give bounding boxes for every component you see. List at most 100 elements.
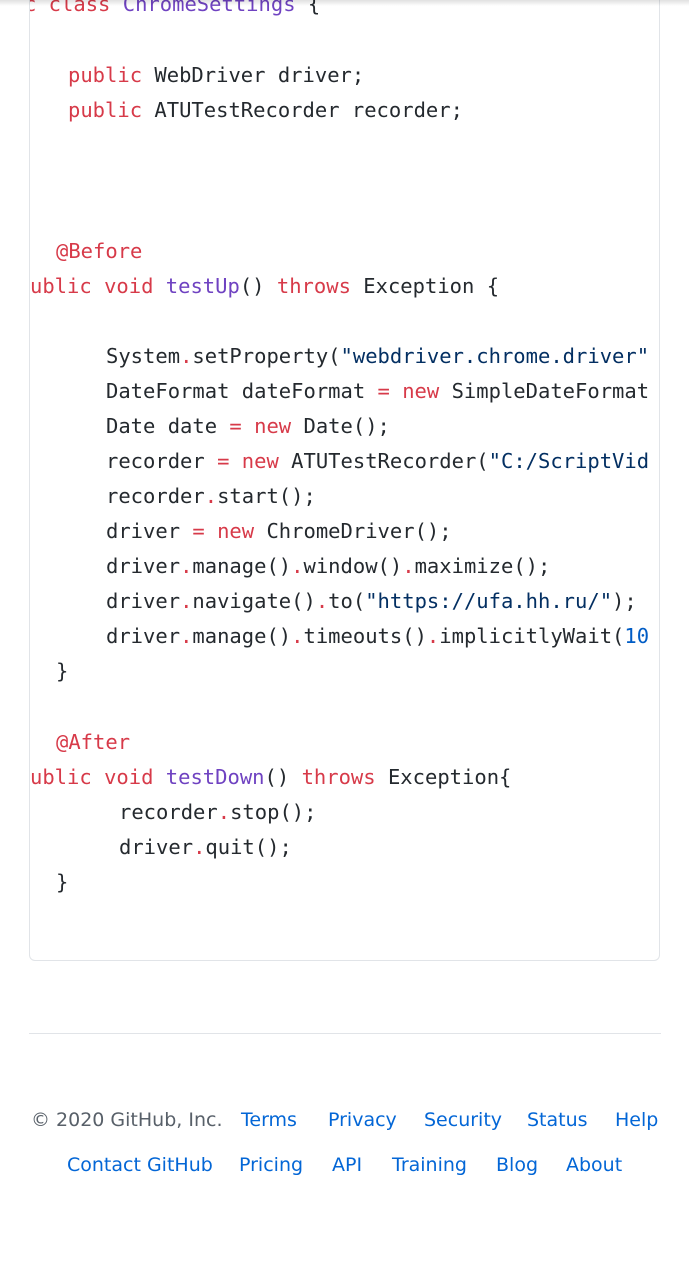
code-token [229, 449, 241, 473]
code-line-navigate: driver.navigate().to("https://ufa.hh.ru/… [106, 589, 637, 613]
top-scroll-shadow [0, 0, 689, 6]
code-token: driver [106, 624, 181, 648]
code-line-testdown-signature: ublic void testDown() throws Exception{ [30, 765, 511, 789]
code-token: System [106, 344, 181, 368]
footer-divider [29, 1033, 661, 1034]
footer-link-about[interactable]: About [566, 1154, 623, 1176]
code-token: . [180, 624, 193, 648]
code-line-recorder-field: public ATUTestRecorder recorder; [68, 98, 463, 122]
code-line-date-format: DateFormat dateFormat = new SimpleDateFo… [106, 379, 649, 403]
code-token: . [193, 835, 206, 859]
code-token: testDown [165, 765, 265, 789]
code-line-date-new: Date date = new Date(); [106, 414, 390, 438]
code-line-driver-quit: driver.quit(); [119, 835, 292, 859]
code-token [390, 379, 402, 403]
footer-link-pricing[interactable]: Pricing [239, 1154, 304, 1176]
code-token: new [241, 449, 279, 473]
code-token: . [180, 589, 193, 613]
code-viewer: c class ChromeSettings { public WebDriver… [29, 0, 660, 961]
code-token: ); [612, 589, 637, 613]
code-token: . [426, 624, 440, 648]
code-token: "https://ufa.hh.ru/" [365, 589, 613, 613]
code-token: driver [106, 554, 181, 578]
code-token: { [295, 0, 321, 16]
code-token: ChromeSettings [122, 0, 296, 16]
footer-link-blog[interactable]: Blog [496, 1154, 538, 1176]
code-token: @Before [56, 239, 143, 263]
code-token: SimpleDateFormat [439, 379, 650, 403]
code-token: driver [106, 589, 181, 613]
code-line-driver-new: driver = new ChromeDriver(); [106, 519, 452, 543]
code-token [205, 519, 217, 543]
code-token: . [291, 554, 304, 578]
code-token: void [104, 765, 166, 789]
footer-link-training[interactable]: Training [392, 1154, 467, 1176]
code-line-after-annotation: @After [56, 730, 130, 754]
code-token: Date date [106, 414, 230, 438]
code-token: new [217, 519, 255, 543]
code-token: navigate() [192, 589, 316, 613]
code-token: recorder [106, 449, 218, 473]
code-token: Date(); [291, 414, 390, 438]
code-token: maximize(); [414, 554, 551, 578]
code-token: = [217, 449, 230, 473]
code-token: driver [106, 519, 193, 543]
code-token: ATUTestRecorder( [278, 449, 489, 473]
code-line-before-annotation: @Before [56, 239, 142, 263]
code-line-close-brace: } [56, 870, 68, 894]
code-token: driver [119, 835, 194, 859]
code-token: WebDriver driver; [142, 63, 365, 87]
code-token: "C:/ScriptVid [488, 449, 650, 473]
code-token: . [291, 624, 304, 648]
code-line-implicit-wait: driver.manage().timeouts().implicitlyWai… [106, 624, 649, 648]
footer-link-contact-github[interactable]: Contact GitHub [67, 1154, 213, 1176]
code-token [242, 414, 254, 438]
code-line-recorder-new: recorder = new ATUTestRecorder("C:/Scrip… [106, 449, 649, 473]
code-token: . [180, 344, 193, 368]
code-token: window() [303, 554, 403, 578]
footer-link-privacy[interactable]: Privacy [328, 1109, 397, 1131]
footer-link-security[interactable]: Security [424, 1109, 503, 1131]
code-token: throws [301, 765, 376, 789]
code-token: stop(); [230, 800, 317, 824]
code-token: () [264, 765, 302, 789]
code-token: recorder [106, 484, 205, 508]
code-line-close-brace: } [56, 659, 68, 683]
code-token: = [229, 414, 242, 438]
code-token: start(); [217, 484, 316, 508]
footer-link-terms[interactable]: Terms [241, 1109, 297, 1131]
code-token: c class [29, 0, 123, 16]
code-token: new [254, 414, 292, 438]
code-token: to( [328, 589, 366, 613]
code-line-maximize: driver.manage().window().maximize(); [106, 554, 550, 578]
code-line-driver-field: public WebDriver driver; [68, 63, 364, 87]
footer-link-status[interactable]: Status [527, 1109, 588, 1131]
footer-link-help[interactable]: Help [615, 1109, 659, 1131]
code-token: ublic [30, 765, 105, 789]
code-token: setProperty( [192, 344, 341, 368]
code-token: = [192, 519, 205, 543]
code-token: 10 [624, 624, 650, 648]
footer-link-api[interactable]: API [332, 1154, 363, 1176]
code-token: throws [276, 274, 351, 298]
code-token: implicitlyWait( [439, 624, 625, 648]
code-token: = [377, 379, 390, 403]
code-token: public [68, 98, 143, 122]
code-line-recorder-stop: recorder.stop(); [119, 800, 317, 824]
code-token: . [315, 589, 329, 613]
code-token: Exception { [350, 274, 500, 298]
code-token: . [180, 554, 193, 578]
code-token: ublic [30, 274, 105, 298]
code-token: ChromeDriver(); [254, 519, 452, 543]
code-line-testup-signature: ublic void testUp() throws Exception { [30, 274, 499, 298]
code-token: . [217, 800, 231, 824]
code-token: Exception{ [375, 765, 512, 789]
code-token: } [56, 870, 69, 894]
code-token: } [56, 659, 69, 683]
code-token: ATUTestRecorder recorder; [142, 98, 463, 122]
code-line-set-property: System.setProperty("webdriver.chrome.dri… [106, 344, 649, 368]
footer-copyright: © 2020 GitHub, Inc. [31, 1109, 223, 1131]
code-token: @After [56, 730, 131, 754]
code-token: public [68, 63, 143, 87]
code-token: void [104, 274, 166, 298]
